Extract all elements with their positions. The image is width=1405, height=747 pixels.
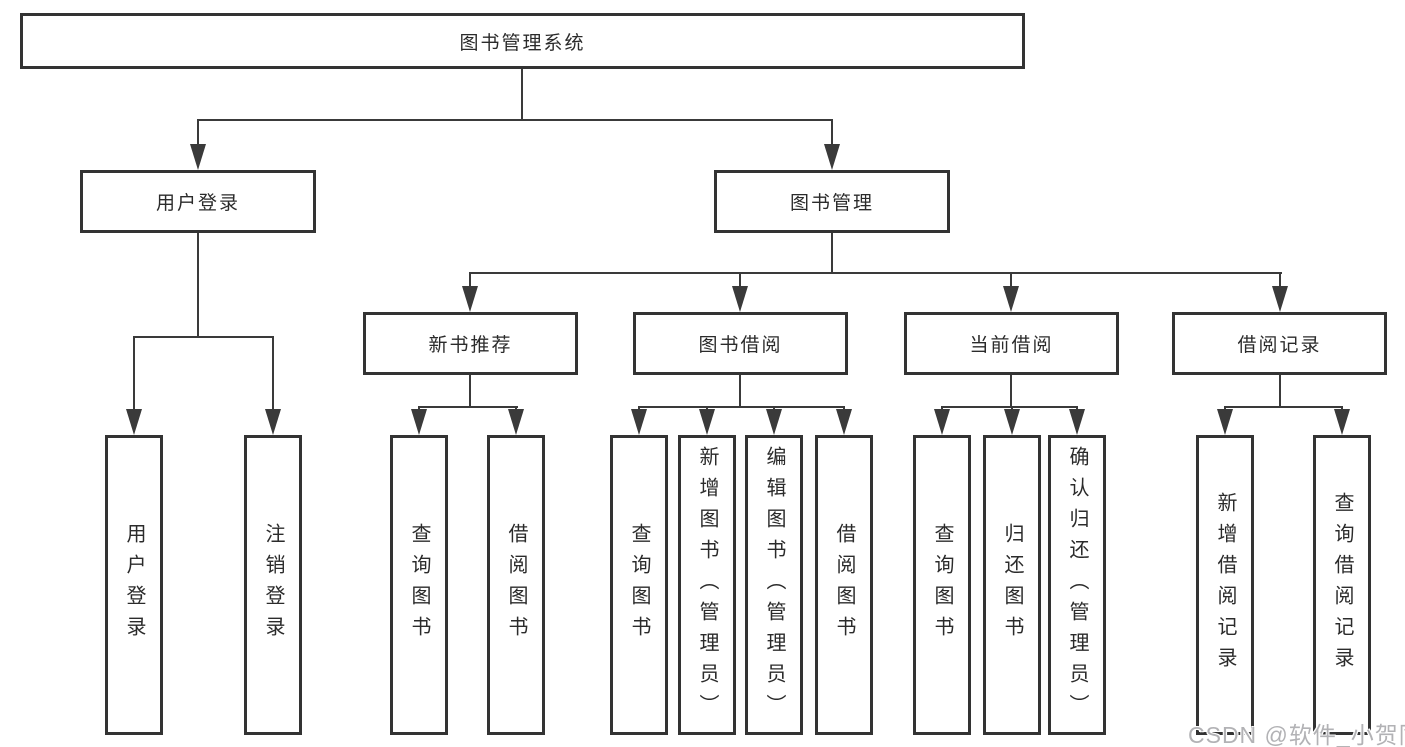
node-library-management-system: 图书管理系统 (20, 13, 1025, 69)
arrow-down-icon (1272, 286, 1288, 312)
arrow-down-icon (1004, 409, 1020, 435)
connector-to-leaf (133, 336, 135, 412)
connector-user-login-bus (133, 336, 274, 338)
leaf-edit-books-admin: 编辑图书（管理员） (745, 435, 803, 735)
leaf-return-books: 归还图书 (983, 435, 1041, 735)
leaf-label: 编辑图书（管理员） (763, 445, 785, 725)
connector-borrow-records-bus (1224, 406, 1343, 408)
arrow-down-icon (824, 144, 840, 170)
leaf-label: 查询借阅记录 (1331, 492, 1353, 678)
node-borrowing-records: 借阅记录 (1172, 312, 1387, 375)
leaf-label: 确认归还（管理员） (1066, 445, 1088, 725)
leaf-query-books: 查询图书 (610, 435, 668, 735)
arrow-down-icon (508, 409, 524, 435)
leaf-label: 查询图书 (931, 523, 953, 647)
leaf-label: 查询图书 (408, 523, 430, 647)
leaf-label: 借阅图书 (505, 523, 527, 647)
connector-root-bus (197, 119, 833, 121)
node-book-management: 图书管理 (714, 170, 950, 233)
node-label: 借阅记录 (1237, 335, 1322, 356)
leaf-query-books: 查询图书 (390, 435, 448, 735)
connector-book-borrow-bus (638, 406, 845, 408)
arrow-down-icon (462, 286, 478, 312)
leaf-query-books: 查询图书 (913, 435, 971, 735)
arrow-down-icon (631, 409, 647, 435)
connector-to-node (469, 272, 471, 290)
node-current-borrowing: 当前借阅 (904, 312, 1119, 375)
leaf-add-borrow-record: 新增借阅记录 (1196, 435, 1254, 735)
leaf-label: 借阅图书 (833, 523, 855, 647)
arrow-down-icon (1003, 286, 1019, 312)
leaf-query-borrow-record: 查询借阅记录 (1313, 435, 1371, 735)
arrow-down-icon (1217, 409, 1233, 435)
leaf-label: 用户登录 (123, 523, 145, 647)
connector-book-borrow-stem (739, 375, 741, 407)
node-label: 当前借阅 (969, 335, 1054, 356)
connector-user-login-stem (197, 233, 199, 336)
connector-new-book-rec-bus (418, 406, 518, 408)
connector-new-book-rec-stem (469, 375, 471, 407)
leaf-label: 查询图书 (628, 523, 650, 647)
arrow-down-icon (766, 409, 782, 435)
node-label: 图书借阅 (698, 335, 783, 356)
leaf-logout: 注销登录 (244, 435, 302, 735)
arrow-down-icon (190, 144, 206, 170)
connector-to-user-login (197, 119, 199, 149)
leaf-user-login: 用户登录 (105, 435, 163, 735)
leaf-label: 归还图书 (1001, 523, 1023, 647)
arrow-down-icon (1334, 409, 1350, 435)
connector-to-node (1010, 272, 1012, 290)
node-label: 图书管理系统 (459, 32, 586, 54)
arrow-down-icon (126, 409, 142, 435)
leaf-add-books-admin: 新增图书（管理员） (678, 435, 736, 735)
connector-current-borrow-bus (941, 406, 1078, 408)
arrow-down-icon (699, 409, 715, 435)
connector-book-mgmt-stem (831, 233, 833, 272)
leaf-label: 新增图书（管理员） (696, 445, 718, 725)
connector-to-book-management (831, 119, 833, 149)
node-label: 用户登录 (155, 193, 240, 214)
node-new-book-recommend: 新书推荐 (363, 312, 578, 375)
csdn-watermark: CSDN @软件_小贺同学 (1188, 722, 1405, 747)
arrow-down-icon (411, 409, 427, 435)
connector-borrow-records-stem (1279, 375, 1281, 407)
connector-book-mgmt-bus (469, 272, 1282, 274)
arrow-down-icon (732, 286, 748, 312)
node-label: 图书管理 (789, 193, 874, 214)
connector-current-borrow-stem (1010, 375, 1012, 407)
leaf-label: 新增借阅记录 (1214, 492, 1236, 678)
node-user-login: 用户登录 (80, 170, 316, 233)
leaf-label: 注销登录 (262, 523, 284, 647)
arrow-down-icon (265, 409, 281, 435)
connector-to-leaf (272, 336, 274, 412)
connector-to-node (1279, 272, 1281, 290)
arrow-down-icon (836, 409, 852, 435)
arrow-down-icon (934, 409, 950, 435)
leaf-confirm-return-admin: 确认归还（管理员） (1048, 435, 1106, 735)
node-book-borrowing: 图书借阅 (633, 312, 848, 375)
connector-root-stem (521, 69, 523, 119)
leaf-borrow-books: 借阅图书 (487, 435, 545, 735)
arrow-down-icon (1069, 409, 1085, 435)
leaf-borrow-books: 借阅图书 (815, 435, 873, 735)
node-label: 新书推荐 (428, 335, 513, 356)
connector-to-node (739, 272, 741, 290)
